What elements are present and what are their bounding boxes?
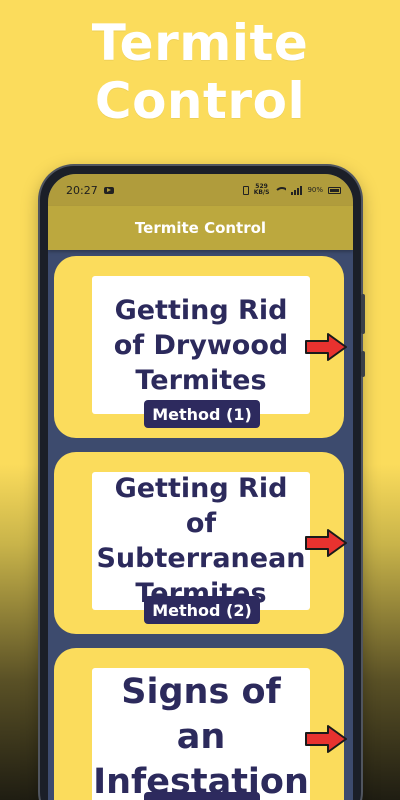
- method-card[interactable]: Getting Rid of Drywood Termites Method (…: [54, 256, 347, 438]
- card-image: Getting Rid of Drywood Termites: [92, 276, 310, 414]
- card-title: Getting Rid of Drywood Termites: [113, 294, 289, 396]
- promo-title: Termite Control: [0, 14, 400, 130]
- power-button: [361, 351, 365, 377]
- app-bar-title: Termite Control: [134, 219, 267, 237]
- network-speed-value: 529: [255, 183, 268, 190]
- youtube-icon: [103, 186, 114, 194]
- arrow-right-icon: [305, 529, 347, 557]
- network-speed-unit: KB/S: [253, 189, 270, 196]
- volume-button: [361, 294, 365, 334]
- card-image: Signs of an Infestation: [92, 668, 310, 800]
- method-list: Getting Rid of Drywood Termites Method (…: [48, 250, 353, 800]
- card-title: Signs of an Infestation: [93, 671, 309, 800]
- battery-icon: [328, 186, 341, 194]
- app-screen: 20:27 529 KB/S 90% Termite Control: [48, 174, 353, 800]
- promo-title-line1: Termite: [91, 14, 309, 72]
- method-card[interactable]: Getting Rid of Subterranean Termites Met…: [54, 452, 347, 634]
- card-image: Getting Rid of Subterranean Termites: [92, 472, 310, 610]
- method-badge: Method (3): [144, 792, 260, 800]
- network-speed: 529 KB/S: [254, 184, 270, 196]
- arrow-right-icon: [305, 333, 347, 361]
- card-title: Getting Rid of Subterranean Termites: [96, 473, 306, 609]
- signal-icon: [291, 185, 303, 195]
- method-badge: Method (2): [144, 596, 260, 624]
- wifi-icon: [274, 184, 287, 196]
- phone-frame: 20:27 529 KB/S 90% Termite Control: [40, 166, 365, 800]
- status-time: 20:27: [66, 183, 98, 197]
- app-bar: Termite Control: [48, 206, 353, 250]
- promo-title-line2: Control: [94, 72, 306, 130]
- vibrate-icon: [242, 185, 249, 195]
- method-card[interactable]: Signs of an Infestation Method (3): [54, 648, 347, 800]
- battery-percent: 90%: [307, 186, 323, 194]
- arrow-right-icon: [305, 725, 347, 753]
- method-badge: Method (1): [144, 400, 260, 428]
- status-bar: 20:27 529 KB/S 90%: [48, 174, 353, 206]
